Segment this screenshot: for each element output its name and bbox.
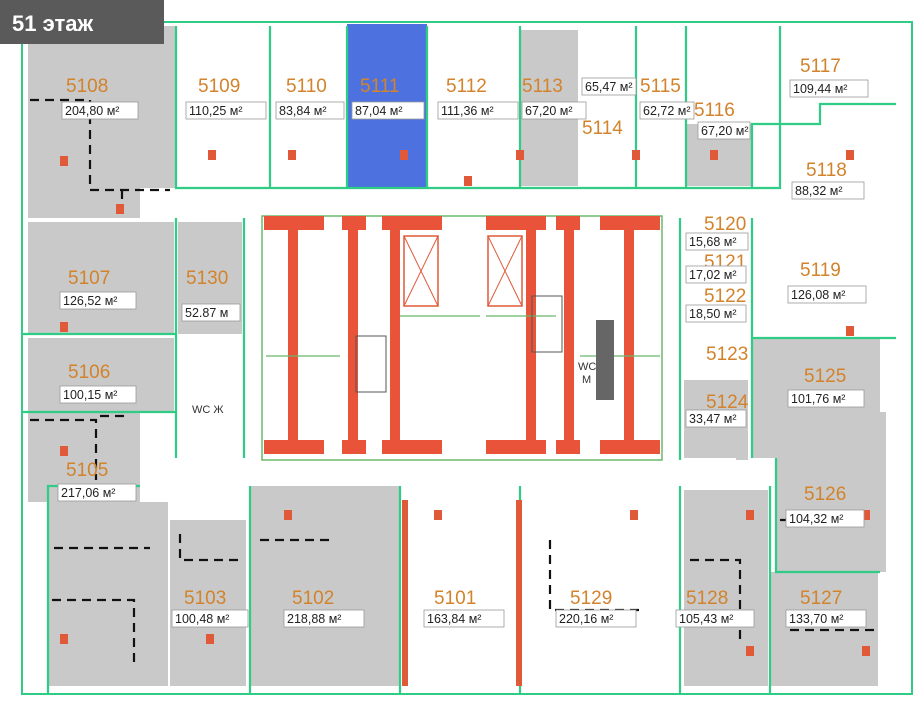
unit-area-5105: 217,06 м² bbox=[61, 486, 115, 500]
unit-number-5105: 5105 bbox=[66, 460, 108, 481]
unit-number-5117: 5117 bbox=[800, 56, 841, 77]
unit-number-5122: 5122 bbox=[704, 286, 746, 307]
unit-area-box-5126 bbox=[785, 509, 865, 528]
unit-area-box-5127 bbox=[785, 609, 867, 628]
unit-area-box-5101 bbox=[423, 609, 505, 628]
unit-number-5107: 5107 bbox=[68, 268, 110, 289]
dashed-partitions bbox=[30, 98, 878, 664]
unit-area-box-5106 bbox=[59, 385, 137, 404]
unit-area-5101: 163,84 м² bbox=[427, 612, 481, 626]
unit-number-5103: 5103 bbox=[184, 588, 226, 609]
unit-number-5106: 5106 bbox=[68, 362, 110, 383]
unit-area-5108: 204,80 м² bbox=[65, 104, 119, 118]
unit-area-5117: 109,44 м² bbox=[793, 82, 847, 96]
unit-area-box-5105 bbox=[57, 483, 137, 502]
unit-area-box-5108 bbox=[61, 101, 139, 120]
unit-area-box-5121 bbox=[685, 265, 747, 284]
floor-badge bbox=[0, 0, 164, 44]
unit-area-5129: 220,16 м² bbox=[559, 612, 613, 626]
wc-women-label: WC Ж bbox=[192, 404, 224, 416]
unit-area-box-5130 bbox=[181, 303, 241, 322]
unit-area-5116: 67,20 м² bbox=[701, 124, 749, 138]
unit-area-box-5115 bbox=[639, 101, 695, 120]
unit-area-box-5120 bbox=[685, 232, 749, 251]
building-core bbox=[261, 215, 663, 461]
unit-area-5121: 17,02 м² bbox=[689, 268, 737, 282]
unit-area-5110: 83,84 м² bbox=[279, 104, 327, 118]
unit-area-5102: 218,88 м² bbox=[287, 612, 341, 626]
unit-number-5115: 5115 bbox=[640, 76, 681, 97]
unit-area-box-5119 bbox=[787, 285, 867, 304]
unit-area-5128: 105,43 м² bbox=[679, 612, 733, 626]
unit-number-5118: 5118 bbox=[806, 160, 847, 181]
floor-label: 51 этаж bbox=[12, 11, 93, 36]
unit-area-5109: 110,25 м² bbox=[189, 104, 243, 118]
unit-number-5127: 5127 bbox=[800, 588, 842, 609]
unit-area-5127: 133,70 м² bbox=[789, 612, 843, 626]
unit-area-5122: 18,50 м² bbox=[689, 307, 737, 321]
unit-number-5108: 5108 bbox=[66, 76, 108, 97]
unit-area-box-5110 bbox=[275, 101, 345, 120]
unit-area-5111: 87,04 м² bbox=[355, 104, 403, 118]
unit-number-5124: 5124 bbox=[706, 392, 749, 413]
unit-number-5110: 5110 bbox=[286, 76, 327, 97]
unit-area-5120: 15,68 м² bbox=[689, 235, 737, 249]
unit-number-5111: 5111 bbox=[360, 76, 399, 97]
columns bbox=[60, 150, 870, 686]
unit-area-box-5113 bbox=[521, 101, 587, 120]
unit-number-5113: 5113 bbox=[522, 76, 563, 97]
unit-labels: 5108 204,80 м² 5109 110,25 м² 5110 83,84 м² 51… bbox=[57, 56, 869, 628]
unit-area-5107: 126,52 м² bbox=[63, 294, 117, 308]
unit-number-5116: 5116 bbox=[694, 100, 735, 121]
unit-area-box-5129 bbox=[555, 609, 637, 628]
wc-men-label-top: WC bbox=[578, 361, 596, 373]
unit-number-5125: 5125 bbox=[804, 366, 846, 387]
unit-area-5106: 100,15 м² bbox=[63, 388, 117, 402]
unit-area-5125: 101,76 м² bbox=[791, 392, 845, 406]
unit-area-5113: 67,20 м² bbox=[525, 104, 573, 118]
unit-area-box-5107 bbox=[59, 291, 137, 310]
unit-number-5114: 5114 bbox=[582, 118, 623, 139]
unit-number-5112: 5112 bbox=[446, 76, 487, 97]
unit-area-box-5114 bbox=[581, 77, 637, 96]
unit-area-box-5124 bbox=[685, 409, 747, 428]
unit-area-5114: 65,47 м² bbox=[585, 80, 633, 94]
unit-area-5103: 100,48 м² bbox=[175, 612, 229, 626]
unit-area-5118: 88,32 м² bbox=[795, 184, 843, 198]
unit-area-5112: 111,36 м² bbox=[441, 104, 494, 118]
unit-number-5130: 5130 bbox=[186, 268, 228, 289]
unit-number-5101: 5101 bbox=[434, 588, 476, 609]
unit-area-box-5118 bbox=[791, 181, 865, 200]
unit-area-5124: 33,47 м² bbox=[689, 412, 737, 426]
unit-number-5119: 5119 bbox=[800, 260, 841, 281]
unit-area-5130: 52.87 м bbox=[185, 306, 228, 320]
unit-area-5119: 126,08 м² bbox=[791, 288, 845, 302]
unit-area-box-5111 bbox=[351, 101, 425, 120]
unit-number-5109: 5109 bbox=[198, 76, 240, 97]
unit-number-5120: 5120 bbox=[704, 214, 746, 235]
unit-area-box-5116 bbox=[697, 121, 751, 140]
unit-area-box-5125 bbox=[787, 389, 865, 408]
unit-number-5123: 5123 bbox=[706, 344, 748, 365]
unit-area-box-5103 bbox=[171, 609, 249, 628]
unit-area-box-5102 bbox=[283, 609, 365, 628]
unit-area-5126: 104,32 м² bbox=[789, 512, 843, 526]
unit-area-box-5112 bbox=[437, 101, 519, 120]
wc-men-label-bottom: М bbox=[582, 374, 591, 386]
unit-area-box-5128 bbox=[675, 609, 755, 628]
unit-area-5115: 62,72 м² bbox=[643, 104, 691, 118]
unit-area-box-5122 bbox=[685, 304, 747, 323]
unit-number-5126: 5126 bbox=[804, 484, 846, 505]
unit-area-box-5109 bbox=[185, 101, 267, 120]
unit-number-5102: 5102 bbox=[292, 588, 334, 609]
unit-area-box-5117 bbox=[789, 79, 869, 98]
unit-number-5129: 5129 bbox=[570, 588, 612, 609]
unit-number-5128: 5128 bbox=[686, 588, 728, 609]
